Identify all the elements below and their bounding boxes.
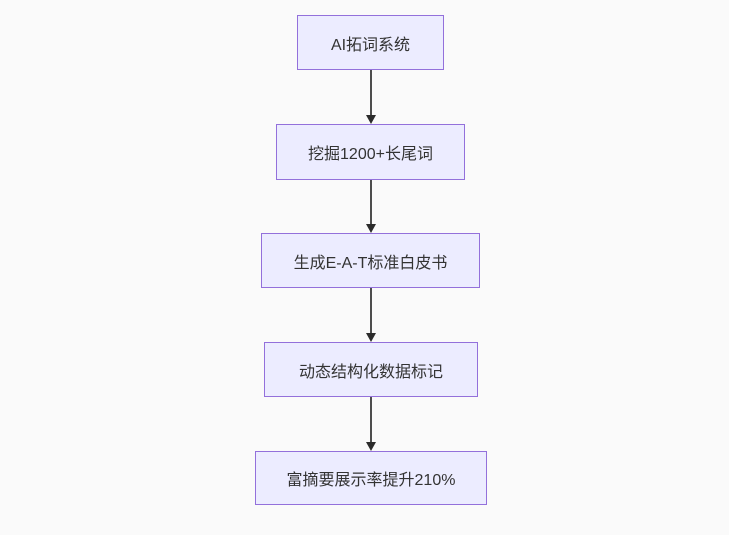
edge-line [370,397,372,445]
arrowhead-down-icon [366,115,376,124]
flow-edge-4 [365,397,377,451]
flow-node-eat-whitepaper: 生成E-A-T标准白皮书 [261,233,480,288]
arrowhead-down-icon [366,333,376,342]
flow-node-structured-data: 动态结构化数据标记 [264,342,478,397]
flow-node-ai-word-system: AI拓词系统 [297,15,444,70]
edge-line [370,288,372,336]
flow-edge-1 [365,70,377,124]
flow-node-rich-snippet-result: 富摘要展示率提升210% [255,451,487,505]
edge-line [370,70,372,118]
arrowhead-down-icon [366,442,376,451]
edge-line [370,180,372,227]
flow-edge-3 [365,288,377,342]
flow-edge-2 [365,180,377,233]
arrowhead-down-icon [366,224,376,233]
flow-node-longtail-mining: 挖掘1200+长尾词 [276,124,465,180]
